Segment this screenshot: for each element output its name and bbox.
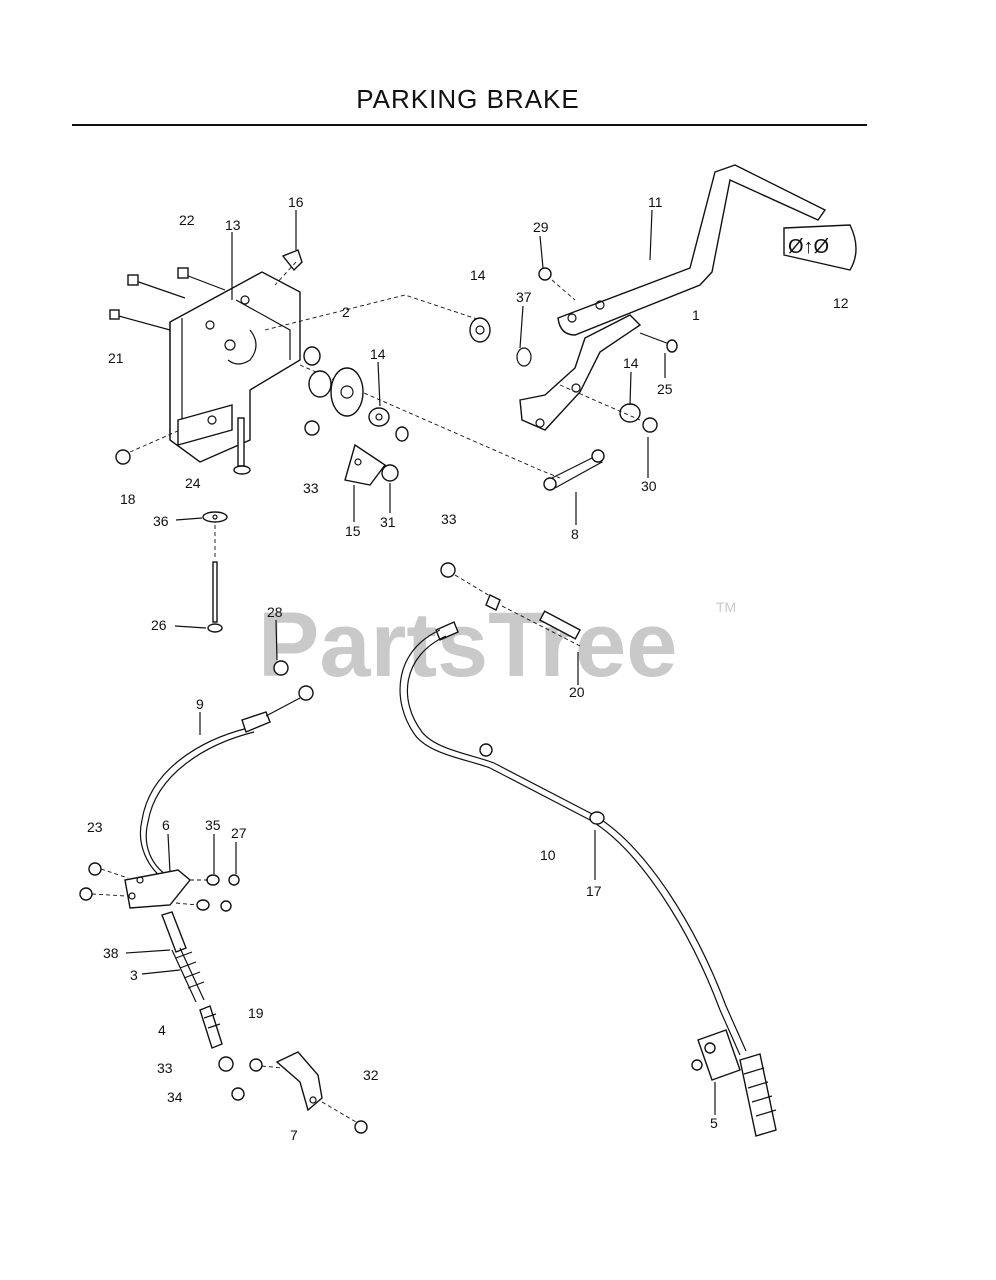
callout-22: 22 xyxy=(179,212,195,228)
callout-20: 20 xyxy=(569,684,585,700)
callout-30: 30 xyxy=(641,478,657,494)
callout-12: 12 xyxy=(833,295,849,311)
callout-10: 10 xyxy=(540,847,556,863)
callout-18: 18 xyxy=(120,491,136,507)
callout-14b: 14 xyxy=(370,346,386,362)
watermark: PartsTree TM xyxy=(258,594,736,696)
callout-33a: 33 xyxy=(303,480,319,496)
callout-2: 2 xyxy=(342,304,350,320)
leader-lines xyxy=(125,209,716,1115)
callout-35: 35 xyxy=(205,817,221,833)
callout-38: 38 xyxy=(103,945,119,961)
callout-14a: 14 xyxy=(470,267,486,283)
callout-32: 32 xyxy=(363,1067,379,1083)
callout-1: 1 xyxy=(692,307,700,323)
callout-28: 28 xyxy=(267,604,283,620)
plate-text: Ø↑Ø xyxy=(788,236,829,258)
callout-33c: 33 xyxy=(157,1060,173,1076)
brake-bracket-assembly xyxy=(109,249,303,475)
pivot-hardware xyxy=(264,294,605,491)
callout-25: 25 xyxy=(657,381,673,397)
callout-9: 9 xyxy=(196,696,204,712)
brake-lever-assembly: Ø↑Ø xyxy=(469,164,857,433)
callout-7: 7 xyxy=(290,1127,298,1143)
callout-19: 19 xyxy=(248,1005,264,1021)
callout-24: 24 xyxy=(185,475,201,491)
callout-31: 31 xyxy=(380,514,396,530)
callout-34: 34 xyxy=(167,1089,183,1105)
callout-27: 27 xyxy=(231,825,247,841)
callout-11: 11 xyxy=(648,194,663,210)
watermark-text: PartsTree xyxy=(258,594,677,696)
callout-6: 6 xyxy=(162,817,170,833)
watermark-tm: TM xyxy=(716,599,736,615)
callout-36: 36 xyxy=(153,513,169,529)
callout-33b: 33 xyxy=(441,511,457,527)
callout-numbers: 1 2 3 4 5 6 7 8 9 10 11 12 13 14 14 14 1… xyxy=(87,194,849,1143)
callout-21: 21 xyxy=(108,350,124,366)
title-rule xyxy=(72,124,867,126)
pin-and-washer xyxy=(202,511,228,633)
page-title: PARKING BRAKE xyxy=(356,84,580,114)
callout-4: 4 xyxy=(158,1022,166,1038)
callout-15: 15 xyxy=(345,523,361,539)
callout-16: 16 xyxy=(288,194,304,210)
callout-3: 3 xyxy=(130,967,138,983)
callout-23: 23 xyxy=(87,819,103,835)
callout-5: 5 xyxy=(710,1115,718,1131)
callout-13: 13 xyxy=(225,217,241,233)
callout-8: 8 xyxy=(571,526,579,542)
callout-17: 17 xyxy=(586,883,602,899)
brake-cable-left xyxy=(79,660,368,1134)
callout-26: 26 xyxy=(151,617,167,633)
callout-37: 37 xyxy=(516,289,532,305)
brake-cable-right xyxy=(399,562,777,1137)
callout-29: 29 xyxy=(533,219,549,235)
callout-14c: 14 xyxy=(623,355,639,371)
